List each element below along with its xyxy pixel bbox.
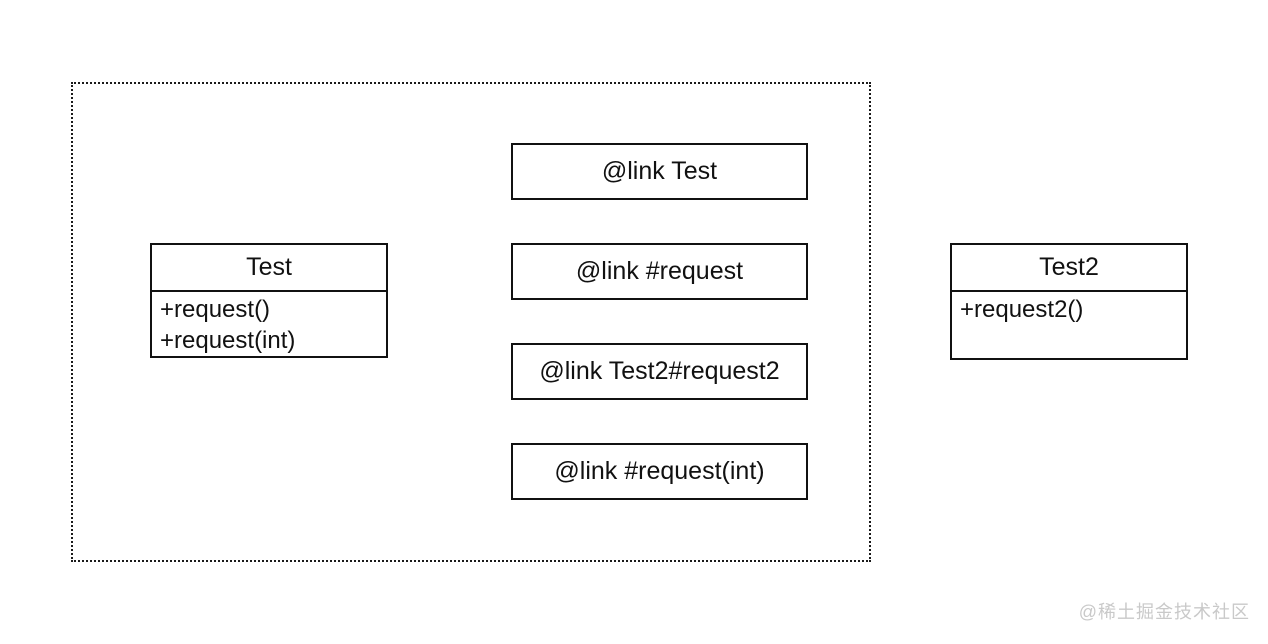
link-box-request-int: @link #request(int) [511,443,808,500]
dotted-scope-container [71,82,871,562]
link-box-test2-request2: @link Test2#request2 [511,343,808,400]
class-box-test: Test +request() +request(int) [150,243,388,358]
class-box-test2: Test2 +request2() [950,243,1188,360]
class-body-test2: +request2() [952,292,1186,331]
class-member: +request() [160,296,271,323]
class-member: +request(int) [160,327,296,354]
class-member: +request2() [960,296,1084,323]
class-title-test: Test [152,245,386,292]
class-body-test: +request() +request(int) [152,292,386,362]
link-box-request: @link #request [511,243,808,300]
watermark-text: @稀土掘金技术社区 [1078,602,1250,622]
link-box-test: @link Test [511,143,808,200]
class-title-test2: Test2 [952,245,1186,292]
